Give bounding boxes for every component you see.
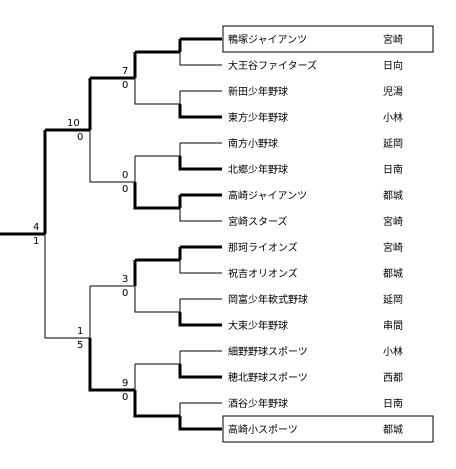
score-bottom: 0 (122, 392, 128, 403)
round2-lines (133, 50, 180, 418)
round1-lines (178, 37, 222, 431)
score-top: 7 (122, 66, 128, 77)
score-bottom: 0 (77, 132, 83, 143)
team-city: 小林 (383, 345, 403, 358)
team-city: 都城 (383, 268, 403, 280)
team-name: 東方少年野球 (228, 111, 288, 124)
score-top: 3 (122, 274, 128, 285)
team-name: 大王谷ファイターズ (228, 59, 317, 72)
team-city: 宮崎 (383, 33, 403, 46)
bracket-line (178, 312, 222, 327)
bracket-line (179, 260, 222, 274)
team-name: 高崎ジャイアンツ (228, 189, 307, 202)
team-city: 日南 (383, 163, 403, 176)
score-bottom: 0 (122, 288, 128, 299)
score-top: 1 (77, 326, 83, 337)
team-city: 延岡 (383, 138, 403, 150)
team-name: 祝吉オリオンズ (228, 267, 298, 280)
score-bottom: 5 (77, 340, 83, 351)
score-top: 9 (122, 378, 128, 389)
bracket-line (88, 338, 135, 392)
bracket-line (133, 390, 180, 418)
bracket-line (89, 130, 135, 183)
bracket-line (134, 78, 180, 105)
team-name: 岡富少年軟式野球 (228, 293, 308, 306)
team-city: 児湯 (383, 85, 403, 98)
bracket-line (44, 234, 90, 339)
team-name: 酒谷少年野球 (228, 397, 288, 410)
team-name: 南方小野球 (228, 137, 278, 150)
team-city: 宮崎 (383, 215, 403, 228)
final-lines (0, 128, 90, 339)
bracket-line (133, 182, 180, 210)
team-name: 高崎小スポーツ (228, 423, 298, 436)
score-bottom: 0 (122, 184, 128, 195)
team-city: 延岡 (383, 294, 403, 306)
winner-box-top (222, 25, 434, 53)
score-bottom: 0 (122, 80, 128, 91)
team-city: 宮崎 (383, 241, 403, 254)
team-city: 都城 (383, 424, 403, 436)
final-score-top: 4 (33, 222, 39, 233)
team-name: 大束少年野球 (228, 319, 288, 332)
score-top: 0 (122, 170, 128, 181)
team-name: 北郷少年野球 (228, 163, 288, 176)
winner-box-bottom (222, 415, 434, 443)
team-name: 新田少年野球 (228, 85, 288, 98)
final-score-bottom: 1 (33, 236, 39, 247)
team-city: 小林 (383, 111, 403, 124)
round3-lines (88, 76, 135, 392)
team-name: 宮崎スターズ (228, 215, 288, 228)
team-name: 細野野球スポーツ (228, 345, 308, 358)
team-city: 都城 (383, 190, 403, 202)
team-city: 日向 (383, 59, 403, 72)
bracket-line (134, 286, 180, 313)
bracket-line (178, 104, 222, 119)
team-city: 日南 (383, 397, 403, 410)
team-list: 鴨塚ジャイアンツ 宮崎 大王谷ファイターズ 日向 新田少年野球 児湯 東方少年野… (228, 33, 403, 436)
team-name: 穂北野球スポーツ (228, 371, 308, 384)
score-top: 10 (67, 118, 80, 129)
team-name: 鴨塚ジャイアンツ (228, 33, 307, 46)
bracket-line (178, 416, 222, 431)
bracket-line (179, 52, 222, 66)
team-name: 那珂ライオンズ (228, 241, 298, 254)
bracket-line (178, 364, 222, 379)
team-city: 西都 (383, 372, 403, 384)
scores: 7 0 0 0 3 0 9 0 10 0 1 5 4 1 (33, 66, 128, 403)
team-city: 串間 (383, 320, 403, 332)
bracket-line (179, 208, 222, 222)
bracket-line (178, 156, 222, 171)
